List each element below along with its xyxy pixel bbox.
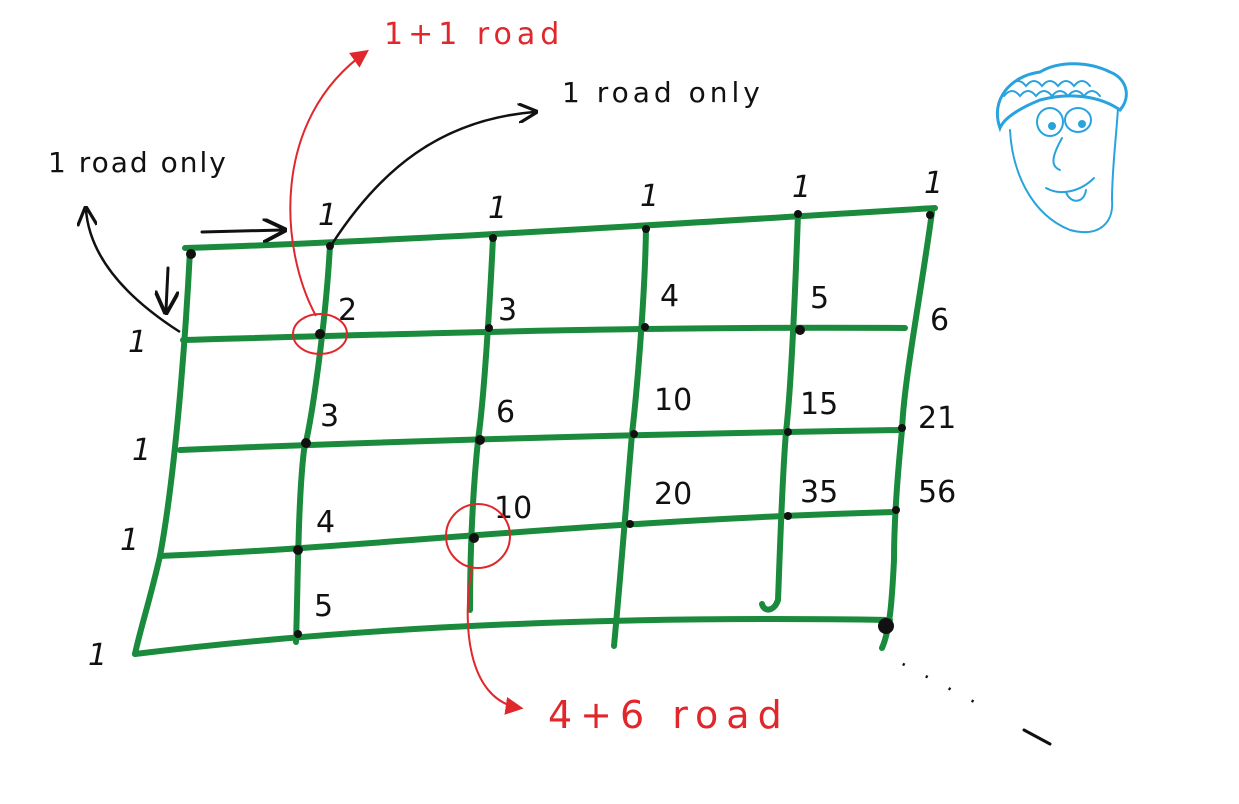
ellipsis-dash (1022, 728, 1052, 746)
intersection-dot (293, 545, 303, 555)
intersection-dot (475, 435, 485, 445)
top-edge-label: 1 (924, 166, 943, 201)
grid-col-1 (293, 242, 333, 645)
grid-col-2 (467, 235, 496, 613)
grid-value: 6 (496, 395, 515, 430)
grid-values: 2 3 4 5 6 3 6 10 15 21 4 10 20 35 56 5 (314, 279, 956, 624)
pointer-curve (86, 210, 181, 334)
intersection-dot (878, 618, 894, 634)
annotation-top-red: 1+1 road (289, 17, 564, 355)
grid-row-0 (182, 205, 938, 251)
intersection-dot (469, 533, 479, 543)
face-eye-right (1064, 107, 1092, 133)
annotation-text: 4+6 road (548, 693, 790, 737)
ellipsis-trail: . . . . (897, 647, 1052, 746)
intersection-dot (315, 329, 325, 339)
grid-value: 2 (338, 293, 357, 328)
intersection-dot (926, 211, 934, 219)
highlight-circle (292, 313, 348, 355)
annotation-text: 1 road only (48, 146, 228, 179)
intersection-dot (641, 323, 649, 331)
grid-value: 4 (660, 279, 679, 314)
intersection-dot (784, 512, 792, 520)
left-edge-label: 1 (88, 638, 107, 673)
intersection-dots (186, 210, 934, 638)
left-edge-label: 1 (132, 433, 151, 468)
face-nose (1052, 137, 1063, 171)
intersection-dot (892, 506, 900, 514)
intersection-dot (642, 225, 650, 233)
face-hair-curls (1003, 80, 1101, 98)
grid-value: 10 (654, 383, 692, 418)
ellipsis-text: . . . . (897, 647, 989, 712)
grid-row-4 (132, 616, 893, 657)
intersection-dot (294, 630, 302, 638)
intersection-dot (489, 234, 497, 242)
grid-value: 56 (918, 475, 956, 510)
grid-col-4 (759, 211, 801, 613)
highlight-circle (445, 503, 511, 569)
grid-value: 20 (654, 477, 692, 512)
top-edge-labels: 1 1 1 1 1 (318, 166, 943, 233)
annotation-left-black: 1 road only (48, 146, 228, 334)
top-edge-label: 1 (640, 179, 659, 214)
intersection-dot (784, 428, 792, 436)
intersection-dot (186, 249, 196, 259)
top-edge-label: 1 (318, 198, 337, 233)
top-edge-label: 1 (488, 191, 507, 226)
direction-arrows (166, 230, 282, 310)
face-pupil-left (1048, 122, 1056, 130)
grid-value: 21 (918, 401, 956, 436)
intersection-dot (626, 520, 634, 528)
doodle-face-icon (995, 62, 1128, 233)
grid-value: 5 (314, 589, 333, 624)
intersection-dot (485, 324, 493, 332)
intersection-dot (794, 210, 802, 218)
road-grid (132, 205, 938, 657)
annotation-bottom-red: 4+6 road (445, 503, 790, 737)
face-outline (1009, 107, 1119, 233)
annotation-text: 1+1 road (384, 17, 564, 52)
face-mouth (1045, 177, 1095, 194)
left-edge-label: 1 (120, 523, 139, 558)
pointer-curve (330, 112, 534, 245)
grid-value: 10 (494, 491, 532, 526)
intersection-dot (898, 424, 906, 432)
face-eye-left (1036, 107, 1064, 137)
grid-value: 4 (316, 505, 335, 540)
intersection-dot (630, 430, 638, 438)
left-edge-label: 1 (128, 325, 147, 360)
face-pupil-right (1078, 120, 1086, 128)
top-edge-label: 1 (792, 170, 811, 205)
pointer-curve (466, 567, 524, 715)
intersection-dot (795, 325, 805, 335)
grid-value: 35 (800, 475, 838, 510)
annotation-top-black: 1 road only (330, 76, 764, 245)
grid-value: 6 (930, 303, 949, 338)
grid-col-0 (132, 247, 193, 657)
grid-value: 5 (810, 281, 829, 316)
face-hair (995, 62, 1128, 133)
pointer-curve (289, 49, 369, 317)
face-tongue (1065, 189, 1087, 202)
grid-value: 15 (800, 387, 838, 422)
down-arrow (166, 266, 168, 310)
annotation-text: 1 road only (562, 76, 764, 109)
grid-value: 3 (498, 293, 517, 328)
grid-value: 3 (320, 399, 339, 434)
right-arrow (200, 230, 282, 232)
grid-col-5 (879, 209, 935, 651)
left-edge-labels: 1 1 1 1 (88, 325, 151, 673)
grid-row-3 (157, 509, 898, 559)
grid-row-2 (177, 427, 903, 453)
intersection-dot (301, 438, 311, 448)
